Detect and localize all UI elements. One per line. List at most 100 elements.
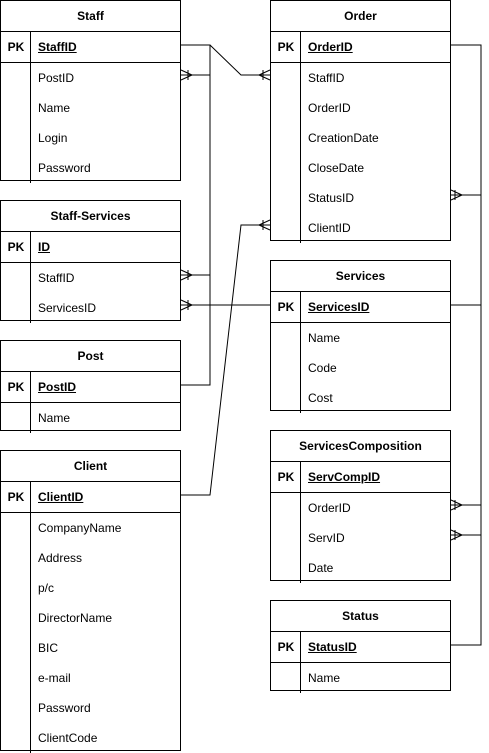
field-row: Login (1, 123, 180, 153)
field-row: PostID (1, 63, 180, 93)
pk-field: ServCompID (308, 470, 381, 484)
field-row: OrderID (271, 93, 450, 123)
table-title: Order (271, 1, 450, 32)
field-row: ServicesID (1, 293, 180, 323)
field-name: ClientID (308, 221, 351, 235)
field-row: Name (1, 403, 180, 433)
pk-label: PK (277, 640, 295, 654)
table-post[interactable]: Post PK PostID Name (0, 340, 181, 433)
pk-label: PK (277, 40, 295, 54)
field-name: Name (38, 101, 71, 115)
field-name: Password (38, 161, 91, 175)
table-title: Status (271, 601, 450, 632)
pk-row: PK ServicesID (271, 292, 450, 323)
field-row: CloseDate (271, 153, 450, 183)
crowsfoot-marker (450, 529, 463, 541)
field-name: StaffID (38, 271, 75, 285)
table-title: Post (1, 341, 180, 372)
field-name: StaffID (308, 71, 345, 85)
table-order[interactable]: Order PK OrderID StaffID OrderID Creatio… (270, 0, 451, 243)
field-row: ServID (271, 523, 450, 553)
field-name: OrderID (308, 501, 351, 515)
pk-field: StatusID (308, 640, 357, 654)
relation-post-staff (181, 74, 211, 386)
relation-order-servcomp (451, 44, 482, 506)
relation-staff-staffservices (181, 44, 211, 276)
field-name: CompanyName (38, 521, 122, 535)
pk-row: PK StatusID (271, 632, 450, 663)
pk-label: PK (7, 380, 25, 394)
table-title: Services (271, 261, 450, 292)
field-row: DirectorName (1, 603, 180, 633)
field-row: ClientCode (1, 723, 180, 753)
field-name: OrderID (308, 101, 351, 115)
field-name: Name (308, 331, 341, 345)
field-name: Address (38, 551, 83, 565)
table-status[interactable]: Status PK StatusID Name (270, 600, 451, 693)
pk-label: PK (7, 40, 25, 54)
pk-row: PK ID (1, 232, 180, 263)
table-staff-services[interactable]: Staff-Services PK ID StaffID ServicesID (0, 200, 181, 323)
field-row: BIC (1, 633, 180, 663)
field-name: Cost (308, 391, 333, 405)
pk-row: PK StaffID (1, 32, 180, 63)
field-name: ServicesID (38, 301, 97, 315)
pk-label: PK (7, 490, 25, 504)
pk-row: PK OrderID (271, 32, 450, 63)
pk-field: PostID (38, 380, 77, 394)
field-row: ClientID (271, 213, 450, 243)
field-row: Name (1, 93, 180, 123)
field-row: Address (1, 543, 180, 573)
field-name: Password (38, 701, 91, 715)
crowsfoot-marker (450, 499, 463, 511)
field-name: Code (308, 361, 337, 375)
relation-client-order (181, 224, 270, 496)
field-row: CreationDate (271, 123, 450, 153)
crowsfoot-marker (180, 269, 193, 281)
pk-field: OrderID (308, 40, 353, 54)
field-row: OrderID (271, 493, 450, 523)
field-name: CreationDate (308, 131, 379, 145)
field-row: CompanyName (1, 513, 180, 543)
table-title: Staff (1, 1, 180, 32)
table-client[interactable]: Client PK ClientID CompanyName Address p… (0, 450, 181, 753)
field-name: StatusID (308, 191, 355, 205)
table-title: Staff-Services (1, 201, 180, 232)
field-row: StaffID (271, 63, 450, 93)
field-row: StatusID (271, 183, 450, 213)
pk-row: PK ServCompID (271, 462, 450, 493)
field-row: Cost (271, 383, 450, 413)
field-name: Name (38, 411, 71, 425)
crowsfoot-marker (180, 299, 193, 311)
relation-services-servcomp (451, 304, 482, 536)
pk-field: ServicesID (308, 300, 370, 314)
pk-row: PK ClientID (1, 482, 180, 513)
table-title: ServicesComposition (271, 431, 450, 462)
field-name: Name (308, 671, 341, 685)
crowsfoot-marker (258, 219, 271, 231)
field-row: Date (271, 553, 450, 583)
pk-field: StaffID (38, 40, 77, 54)
field-name: CloseDate (308, 161, 365, 175)
crowsfoot-marker (258, 69, 271, 81)
pk-label: PK (277, 470, 295, 484)
crowsfoot-marker (180, 69, 193, 81)
field-name: PostID (38, 71, 75, 85)
field-row: p/c (1, 573, 180, 603)
pk-label: PK (277, 300, 295, 314)
table-staff[interactable]: Staff PK StaffID PostID Name Login Passw… (0, 0, 181, 183)
table-services-composition[interactable]: ServicesComposition PK ServCompID OrderI… (270, 430, 451, 583)
table-title: Client (1, 451, 180, 482)
field-name: ClientCode (38, 731, 98, 745)
relation-status-order (451, 194, 482, 646)
pk-field: ClientID (38, 490, 84, 504)
field-row: Name (271, 663, 450, 693)
field-row: e-mail (1, 663, 180, 693)
field-name: Date (308, 561, 334, 575)
pk-row: PK PostID (1, 372, 180, 403)
field-name: ServID (308, 531, 345, 545)
relation-staff-order (181, 44, 270, 76)
field-name: BIC (38, 641, 59, 655)
field-row: StaffID (1, 263, 180, 293)
table-services[interactable]: Services PK ServicesID Name Code Cost (270, 260, 451, 413)
